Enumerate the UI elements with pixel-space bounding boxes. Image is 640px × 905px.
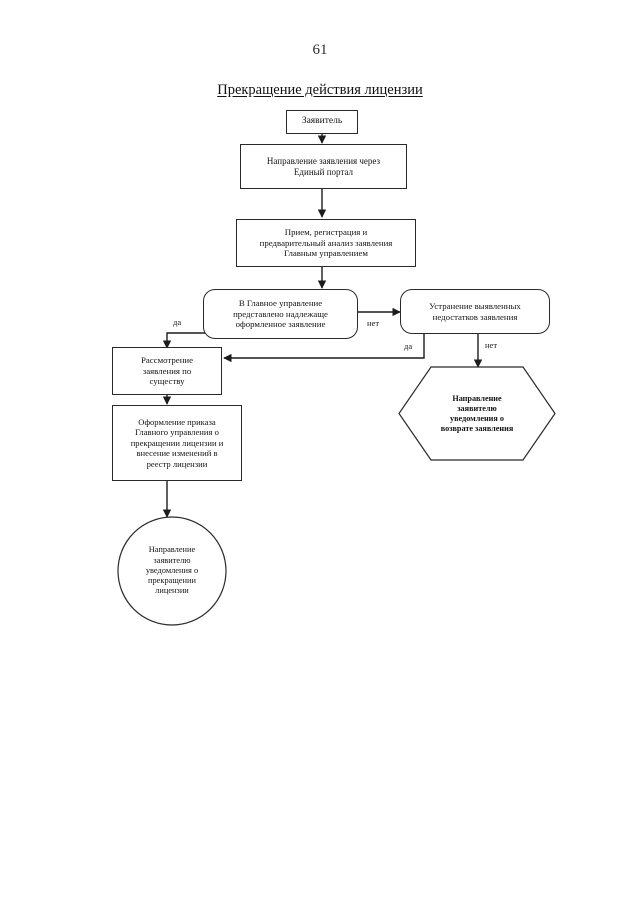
flow-node-notify-termination-label: Направление заявителю уведомления о прек…: [145, 545, 199, 596]
flow-node-decision[interactable]: В Главное управление представлено надлеж…: [203, 289, 358, 339]
flow-node-notify-return-label: Направление заявителю уведомления о возв…: [440, 393, 514, 433]
flow-node-notify-return[interactable]: Направление заявителю уведомления о возв…: [398, 366, 556, 461]
page-number: 61: [312, 42, 328, 58]
flow-node-fix-defects[interactable]: Устранение выявленных недостатков заявле…: [400, 289, 550, 334]
page-title: Прекращение действия лицензии: [0, 82, 640, 99]
edge-label-decision-yes: да: [172, 317, 183, 327]
flow-node-submit[interactable]: Направление заявления через Единый порта…: [240, 144, 407, 189]
flow-node-notify-termination[interactable]: Направление заявителю уведомления о прек…: [117, 516, 227, 626]
flow-node-fix-defects-label: Устранение выявленных недостатков заявле…: [429, 300, 521, 322]
flow-node-order-label: Оформление приказа Главного управления о…: [130, 416, 224, 469]
page-title-text: Прекращение действия лицензии: [217, 82, 423, 98]
flow-node-decision-label: В Главное управление представлено надлеж…: [233, 297, 328, 330]
flow-node-review-label: Рассмотрение заявления по существу: [140, 354, 194, 387]
edge-label-fix-no: нет: [484, 340, 499, 350]
edge-label-decision-no: нет: [366, 318, 381, 328]
flow-node-intake[interactable]: Прием, регистрация и предварительный ана…: [236, 219, 416, 267]
flow-node-order[interactable]: Оформление приказа Главного управления о…: [112, 405, 242, 481]
flow-node-review[interactable]: Рассмотрение заявления по существу: [112, 347, 222, 395]
flow-node-applicant[interactable]: Заявитель: [286, 110, 358, 134]
flow-node-intake-label: Прием, регистрация и предварительный ана…: [259, 226, 393, 259]
flow-node-applicant-label: Заявитель: [301, 116, 343, 127]
edge-label-fix-yes: да: [403, 341, 414, 351]
ellipse-shape: [117, 516, 227, 626]
flow-node-submit-label: Направление заявления через Единый порта…: [266, 155, 381, 177]
hexagon-shape: [398, 366, 556, 461]
